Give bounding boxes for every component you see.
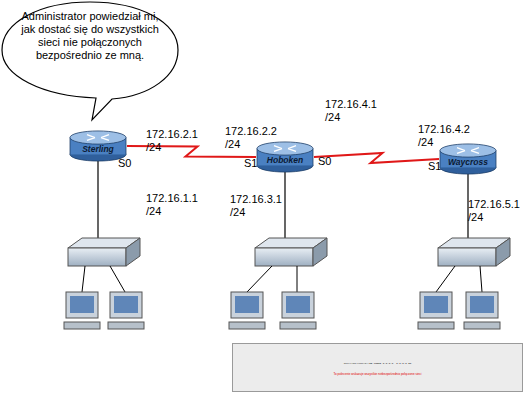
- interface-label: S0: [118, 157, 180, 170]
- router-node: Hoboken: [256, 141, 314, 173]
- interface-label: S1: [244, 157, 306, 170]
- router-name: Waycross: [439, 157, 497, 167]
- ip-address-label: 172.16.2.2 /24: [225, 125, 287, 151]
- ip-address-label: 172.16.5.1 /24: [468, 198, 529, 224]
- note-text: To polecenie wskazuje wszystkie niebezpo…: [233, 372, 522, 376]
- lan-wire: [97, 160, 98, 242]
- prompt-text: Sterling(config)#: [344, 362, 370, 365]
- switch-symbol: [68, 238, 140, 266]
- interface-label: S0: [318, 155, 380, 168]
- ip-address-label: 172.16.4.2 /24: [418, 123, 480, 149]
- switch-symbol: [438, 238, 510, 266]
- ip-address-label: 172.16.2.1 /24: [146, 128, 208, 154]
- router-node: Waycross: [439, 143, 497, 175]
- serial-link: [314, 153, 439, 163]
- ip-address-label: 172.16.1.1 /24: [146, 192, 208, 218]
- command-line: Sterling(config)#ip route 0.0.0.0 0.0.0.…: [233, 351, 522, 372]
- router-name: Hoboken: [256, 155, 314, 165]
- ip-address-label: 172.16.4.1 /24: [325, 98, 387, 124]
- command-text: ip route 0.0.0.0 0.0.0.0 S0: [369, 362, 411, 365]
- lan-wire: [284, 172, 285, 242]
- router-name: Sterling: [69, 144, 127, 154]
- interface-label: S1: [428, 160, 490, 173]
- command-box: Sterling(config)#ip route 0.0.0.0 0.0.0.…: [232, 343, 523, 392]
- speech-bubble: Administrator powiedział mi, jak dostać …: [0, 0, 180, 122]
- ip-address-label: 172.16.3.1 /24: [230, 193, 292, 219]
- switch-symbol: [255, 238, 327, 266]
- bubble-text: Administrator powiedział mi, jak dostać …: [14, 10, 166, 62]
- pc-symbols: [64, 292, 500, 329]
